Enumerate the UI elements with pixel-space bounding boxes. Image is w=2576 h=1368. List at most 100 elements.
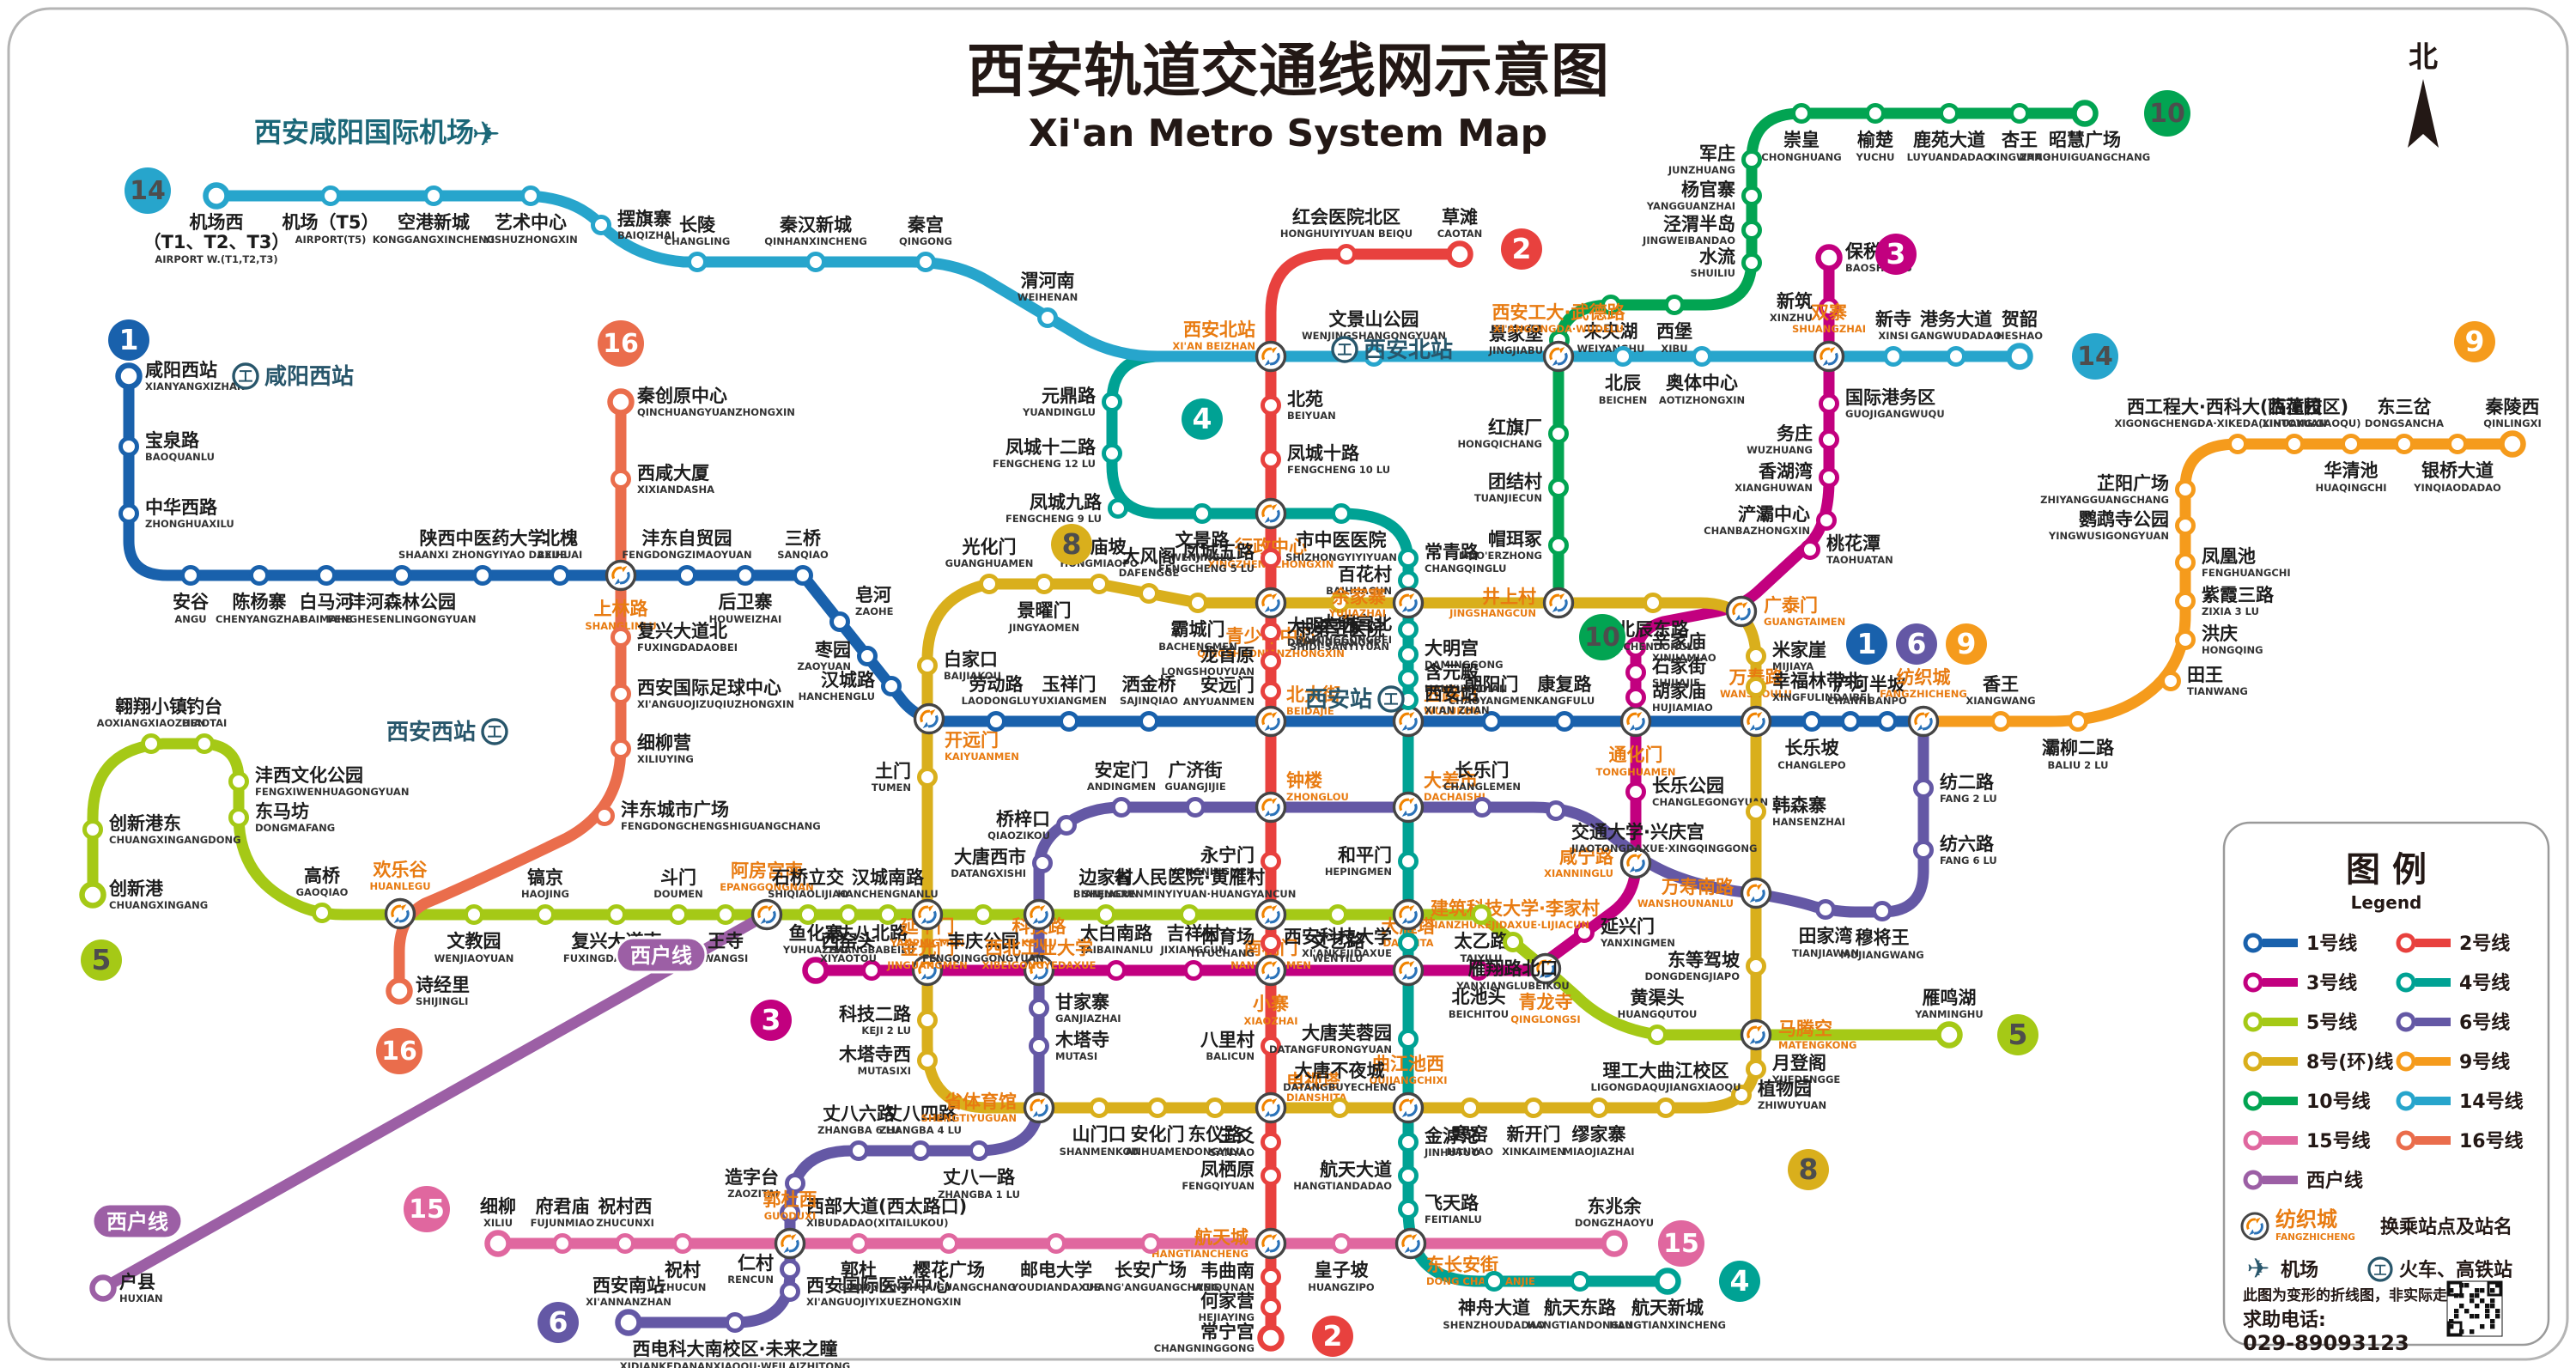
station-汉城路[interactable] [881, 676, 902, 696]
station-泾渭半岛[interactable] [1741, 220, 1762, 240]
station-崇皇[interactable] [1791, 103, 1812, 124]
station-新筑[interactable] [1819, 297, 1839, 318]
station-奥体中心[interactable] [1692, 346, 1712, 367]
station-半坡[interactable] [1877, 711, 1898, 732]
station-纺二路[interactable] [1913, 778, 1934, 799]
station-万寿路[interactable] [1740, 705, 1772, 738]
station-上林路[interactable] [605, 559, 637, 592]
station-双寨[interactable] [1813, 340, 1845, 373]
station-诗经里[interactable] [386, 977, 413, 1005]
station-后卫寨[interactable] [735, 565, 756, 586]
station-鹦鹉寺公园[interactable] [2175, 515, 2196, 536]
station-沣河森林公园[interactable] [392, 565, 412, 586]
station-元鼎路[interactable] [1102, 392, 1122, 412]
station-建筑科技大学·李家村[interactable] [1392, 898, 1425, 931]
station-红会医院北区[interactable] [1336, 244, 1357, 264]
station-宝泉路[interactable] [118, 436, 139, 457]
station-凤城十二路[interactable] [1102, 443, 1122, 464]
station-东三岔[interactable] [2394, 434, 2415, 454]
station-八里村[interactable] [1261, 1036, 1281, 1056]
station-祝村西[interactable] [615, 1233, 635, 1254]
station-丰庆公园[interactable] [973, 904, 993, 925]
station-吉祥村[interactable] [1183, 960, 1204, 981]
station-黄渠头[interactable] [1647, 1024, 1668, 1045]
station-樱花广场[interactable] [939, 1233, 959, 1254]
station-石桥立交[interactable] [798, 904, 818, 925]
station-纺织城[interactable] [1907, 705, 1940, 738]
station-草滩[interactable] [1446, 240, 1473, 268]
station-香湖湾[interactable] [1819, 467, 1839, 488]
station-广泰门[interactable] [1725, 595, 1758, 628]
station-韦曲南[interactable] [1261, 1267, 1281, 1287]
station-延兴门[interactable] [1574, 922, 1595, 943]
station-市第三医院[interactable] [1329, 593, 1350, 613]
station-陕西中医药大学[interactable] [472, 565, 493, 586]
station-三桥[interactable] [793, 565, 813, 586]
station-钟楼[interactable] [1255, 791, 1287, 824]
station-北辰[interactable] [1613, 346, 1633, 367]
station-西电科大南校区·未来之瞳[interactable] [725, 1312, 745, 1333]
station-米家崖[interactable] [1746, 646, 1766, 666]
station-凤城五路[interactable] [1261, 548, 1281, 568]
station-港务大道[interactable] [1946, 346, 1966, 367]
station-青少年中心[interactable] [1255, 587, 1287, 619]
station-阿房宫南[interactable] [750, 898, 783, 931]
station-新开门[interactable] [1523, 1097, 1544, 1118]
station-渭河南[interactable] [1037, 307, 1058, 328]
station-北槐[interactable] [550, 565, 570, 586]
station-西安南站[interactable] [615, 1309, 642, 1336]
station-幸福林带北[interactable] [1746, 677, 1766, 697]
station-缪家寨[interactable] [1589, 1097, 1609, 1118]
station-未央湖[interactable] [1601, 295, 1621, 315]
station-大唐不夜城[interactable] [1329, 1097, 1350, 1118]
station-皂河[interactable] [829, 611, 850, 632]
station-芷阳广场[interactable] [2175, 479, 2196, 500]
station-枣园[interactable] [857, 646, 878, 666]
station-丈八北路[interactable] [861, 960, 882, 981]
station-皇子坡[interactable] [1331, 1233, 1352, 1254]
station-务庄[interactable] [1819, 429, 1839, 450]
station-榆楚[interactable] [1865, 103, 1886, 124]
station-石家街[interactable] [1625, 662, 1646, 683]
station-行政中心[interactable] [1255, 497, 1287, 530]
station-贺韶[interactable] [2006, 343, 2033, 370]
station-长陵[interactable] [687, 252, 708, 272]
station-光化门[interactable] [979, 574, 999, 594]
station-白家口[interactable] [917, 655, 938, 676]
station-白马河[interactable] [316, 565, 337, 586]
station-玉祥门[interactable] [1059, 711, 1079, 732]
station-省人民医院·黄雁村[interactable] [1179, 904, 1200, 925]
station-土门[interactable] [917, 767, 938, 787]
station-安化门[interactable] [1147, 1097, 1168, 1118]
station-何家营[interactable] [1261, 1297, 1281, 1317]
station-雁翔路北口[interactable] [1503, 932, 1523, 952]
station-西北工业大学[interactable] [1023, 898, 1055, 931]
station-国际港务区[interactable] [1819, 393, 1839, 414]
station-户县[interactable] [89, 1274, 117, 1302]
station-高桥[interactable] [312, 903, 332, 923]
station-秦宫[interactable] [915, 252, 936, 272]
station-桥梓口[interactable] [1056, 815, 1077, 836]
station-景曜门[interactable] [1034, 574, 1054, 594]
station-北辰东路[interactable] [1643, 593, 1663, 613]
station-细柳营[interactable] [611, 739, 631, 759]
station-大唐西市[interactable] [1032, 853, 1053, 873]
station-科技路[interactable] [1023, 954, 1055, 987]
station-余家寨[interactable] [1392, 587, 1425, 619]
station-省体育馆[interactable] [1023, 1091, 1055, 1124]
station-创新港东[interactable] [82, 819, 103, 840]
station-井上村[interactable] [1542, 587, 1575, 619]
station-摆旗寨[interactable] [591, 215, 611, 235]
station-沣东城市广场[interactable] [594, 806, 615, 826]
station-丈八六路[interactable] [848, 1140, 869, 1161]
station-长乐公园[interactable] [1625, 781, 1646, 802]
station-东马坊[interactable] [228, 807, 249, 828]
station-中华西路[interactable] [118, 503, 139, 524]
station-西窑头[interactable] [838, 904, 859, 925]
station-保税区[interactable] [1815, 244, 1843, 271]
station-杨官寨[interactable] [1741, 185, 1762, 206]
station-穆将王[interactable] [1872, 901, 1893, 921]
station-文景路[interactable] [1192, 503, 1212, 524]
station-大唐芙蓉园[interactable] [1398, 1029, 1419, 1049]
station-大风阁[interactable] [1139, 583, 1159, 604]
